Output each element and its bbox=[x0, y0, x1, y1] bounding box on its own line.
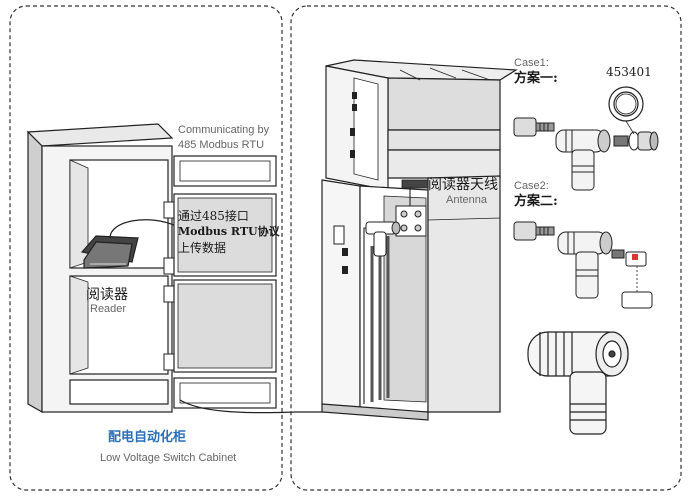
cabinet-title-en: Low Voltage Switch Cabinet bbox=[100, 452, 237, 464]
comm-cn-line2: Modbus RTU协议 bbox=[178, 225, 280, 238]
large-t-connector bbox=[527, 331, 629, 435]
cabinet-doors bbox=[173, 155, 277, 409]
cabinet-title-cn: 配电自动化柜 bbox=[108, 430, 187, 445]
right-panel-border bbox=[290, 5, 682, 491]
antenna-label-cn: 阅读器天线 bbox=[428, 177, 498, 193]
antenna-label-en: Antenna bbox=[446, 194, 487, 206]
case2-label-en: Case2: bbox=[514, 180, 549, 192]
low-voltage-cabinet bbox=[26, 123, 174, 414]
terminal-block bbox=[395, 205, 427, 237]
case2-label-cn: 方案二: bbox=[514, 194, 558, 209]
door-handle bbox=[333, 225, 345, 245]
cabinet-connector bbox=[365, 221, 401, 257]
comm-en-line2: 485 Modbus RTU bbox=[178, 139, 265, 151]
case1-label-en: Case1: bbox=[514, 57, 549, 69]
antenna-element bbox=[401, 179, 429, 189]
switchgear-cabinet bbox=[321, 59, 518, 421]
comm-cn-line3: 上传数据 bbox=[178, 241, 227, 255]
case2-assembly bbox=[513, 221, 653, 309]
reader-device bbox=[80, 235, 139, 269]
left-panel-border bbox=[9, 5, 283, 491]
case1-label-cn: 方案一: bbox=[514, 71, 558, 86]
door-hinges bbox=[163, 201, 175, 371]
ring-tag bbox=[608, 86, 644, 135]
case1-assembly bbox=[513, 117, 659, 191]
reader-label-cn: 阅读器 bbox=[86, 287, 128, 303]
internal-cables bbox=[370, 236, 390, 402]
comm-en-line1: Communicating by bbox=[178, 124, 270, 136]
comm-cn-line1: 通过485接口 bbox=[178, 209, 249, 223]
reader-label-en: Reader bbox=[90, 303, 127, 315]
communication-cable bbox=[179, 399, 352, 414]
part-number: 453401 bbox=[606, 65, 652, 79]
panel-details bbox=[342, 92, 357, 274]
